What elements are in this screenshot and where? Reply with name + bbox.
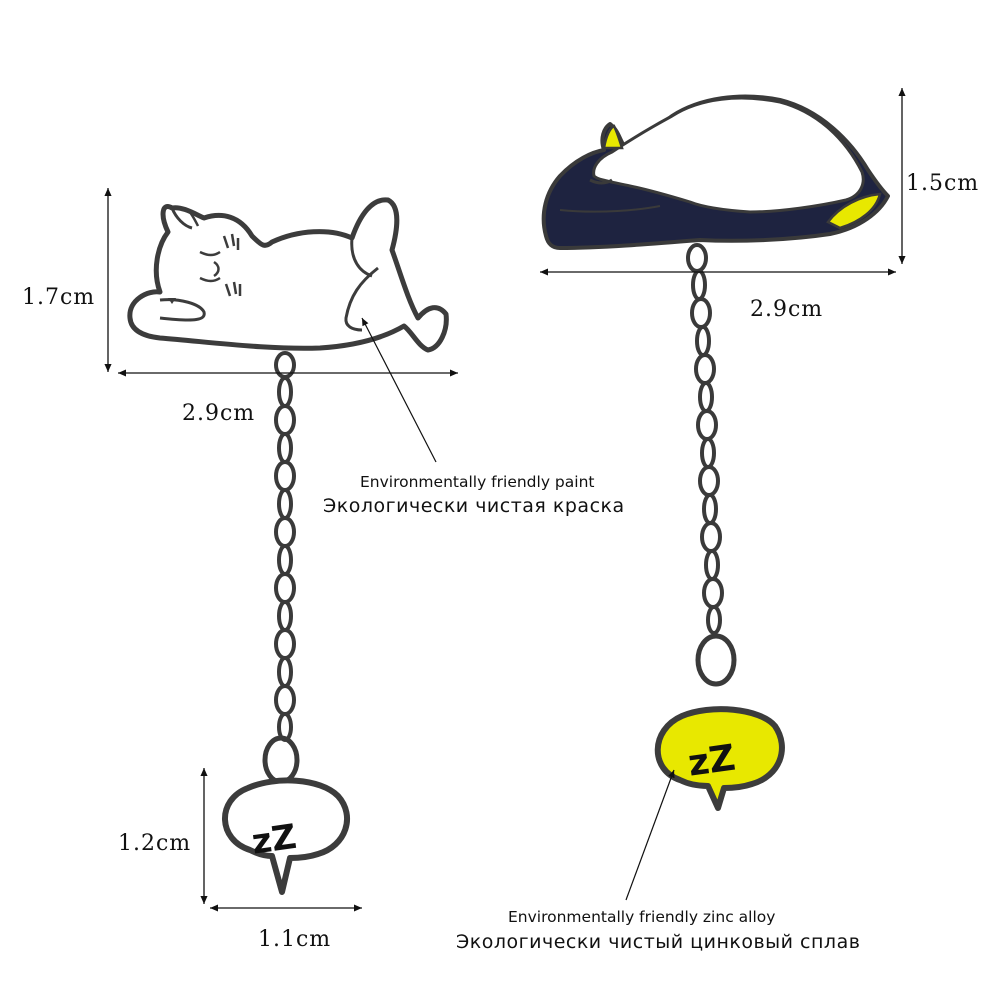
charm-height-label: 1.2cm xyxy=(118,831,191,856)
cat-width-label: 2.9cm xyxy=(182,401,255,426)
alloy-callout-line xyxy=(625,769,675,901)
cat-nose xyxy=(168,298,176,304)
cat-ear xyxy=(187,209,200,227)
cat-charm-text: zZ xyxy=(249,817,299,863)
penguin-pin xyxy=(541,94,890,250)
alloy-note-russian: Экологически чистый цинковый сплав xyxy=(456,931,860,953)
alloy-note-english: Environmentally friendly zinc alloy xyxy=(508,908,775,926)
cat-pin xyxy=(127,197,449,353)
penguin-eye xyxy=(589,178,613,185)
cat-mouth xyxy=(213,260,220,278)
cat-eye xyxy=(199,276,221,283)
penguin-width-label: 2.9cm xyxy=(750,297,823,322)
charm-width-label: 1.1cm xyxy=(258,927,331,952)
cat-leg xyxy=(344,266,379,332)
penguin-height-label: 1.5cm xyxy=(906,171,979,196)
cat-zz-charm: zZ xyxy=(222,777,350,895)
cat-height-label: 1.7cm xyxy=(22,285,95,310)
paint-note-english: Environmentally friendly paint xyxy=(360,473,594,491)
cat-whisker xyxy=(224,281,242,297)
penguin-belly xyxy=(592,96,865,214)
paint-callout-line xyxy=(361,317,437,463)
cat-chain xyxy=(262,351,300,785)
cat-ear xyxy=(170,207,193,230)
penguin-ear xyxy=(602,124,624,150)
penguin-zz-charm: zZ xyxy=(654,706,785,811)
cat-body xyxy=(127,197,449,353)
penguin-chain xyxy=(686,243,737,687)
cat-eye xyxy=(199,250,221,257)
penguin-wing xyxy=(559,205,661,213)
penguin-foot xyxy=(826,192,882,230)
cat-whisker xyxy=(222,233,240,250)
paint-note-russian: Экологически чистая краска xyxy=(323,495,625,517)
penguin-charm-text: zZ xyxy=(685,738,737,785)
cat-arm xyxy=(159,298,206,322)
